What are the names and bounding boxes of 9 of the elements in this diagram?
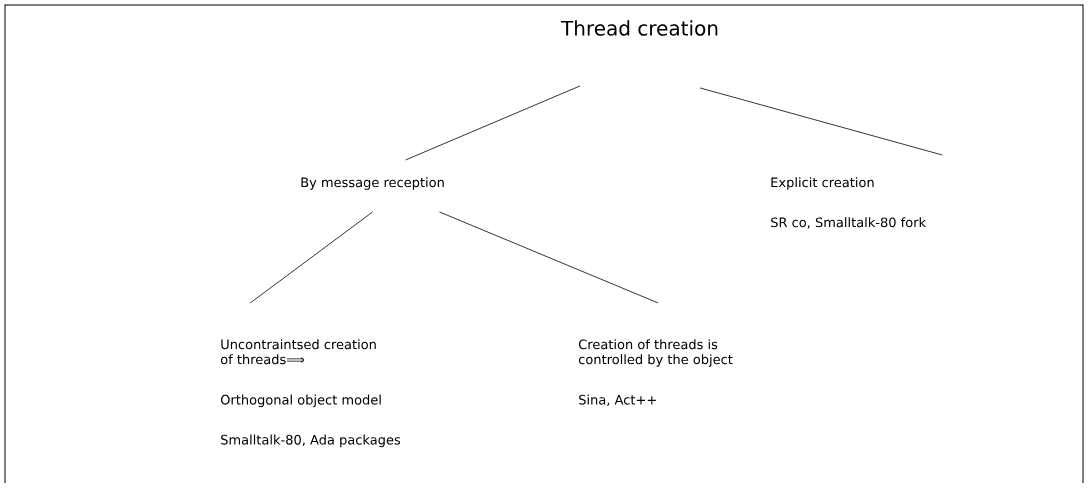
tree-node-text: By message reception bbox=[301, 177, 444, 190]
connector-line bbox=[699, 87, 943, 156]
tree-node-text: Uncontraintsed creation of threads⟹ Orthogonal object model Smalltalk-80, Ada packages bbox=[220, 339, 401, 448]
tree-node-text: Explicit creation SR co, Smalltalk-80 fork bbox=[771, 177, 927, 229]
connector-line bbox=[405, 85, 581, 161]
connector-line bbox=[439, 211, 659, 304]
connector-line bbox=[249, 211, 373, 304]
tree-node-text: Creation of threads is controlled by the object Sina, Act++ bbox=[578, 339, 733, 406]
heading: Thread creation bbox=[560, 20, 718, 36]
